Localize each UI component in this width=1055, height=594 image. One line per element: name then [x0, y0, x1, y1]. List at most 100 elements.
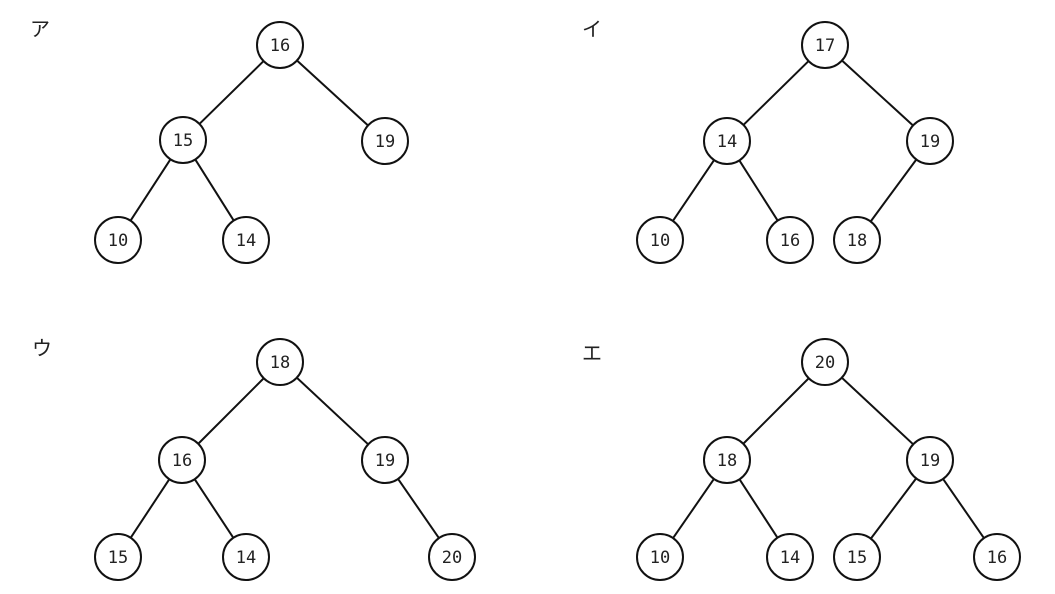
tree-label: ウ: [32, 336, 52, 360]
tree-edge: [397, 478, 440, 539]
node-value: 10: [108, 231, 128, 251]
node-circle: [766, 533, 814, 581]
node-circle: [361, 117, 409, 165]
node-value: 18: [270, 353, 290, 373]
node-circle: [94, 216, 142, 264]
tree-node: 19: [361, 436, 409, 484]
node-circle: [222, 216, 270, 264]
tree-node: 14: [222, 216, 270, 264]
tree-edge: [194, 158, 235, 222]
tree-edge: [672, 159, 715, 222]
tree-node: 15: [94, 533, 142, 581]
tree-node: 16: [973, 533, 1021, 581]
tree-node: 18: [833, 216, 881, 264]
node-value: 16: [780, 231, 800, 251]
node-circle: [833, 533, 881, 581]
node-value: 10: [650, 231, 670, 251]
tree-2: イ 17 14 19 10 16 18: [582, 17, 954, 264]
tree-label: ア: [30, 17, 50, 41]
node-circle: [94, 533, 142, 581]
tree-edge: [942, 478, 985, 539]
tree-node: 18: [703, 436, 751, 484]
tree-node: 15: [159, 116, 207, 164]
node-value: 18: [717, 451, 737, 471]
tree-edge: [296, 376, 369, 446]
tree-node: 14: [766, 533, 814, 581]
node-value: 14: [236, 231, 256, 251]
node-circle: [158, 436, 206, 484]
node-circle: [833, 216, 881, 264]
node-value: 18: [847, 231, 867, 251]
tree-node: 20: [801, 338, 849, 386]
tree-node: 10: [636, 216, 684, 264]
tree-node: 17: [801, 21, 849, 69]
node-value: 19: [920, 132, 940, 152]
node-circle: [636, 216, 684, 264]
tree-node: 19: [906, 436, 954, 484]
node-circle: [801, 21, 849, 69]
node-circle: [906, 436, 954, 484]
tree-label: エ: [582, 341, 602, 365]
tree-edge: [129, 478, 171, 539]
node-value: 14: [780, 548, 800, 568]
tree-edge: [193, 478, 235, 539]
node-value: 20: [815, 353, 835, 373]
tree-edge: [742, 60, 810, 126]
tree-edge: [197, 377, 265, 445]
node-value: 20: [442, 548, 462, 568]
node-circle: [973, 533, 1021, 581]
node-value: 16: [172, 451, 192, 471]
tree-node: 14: [703, 117, 751, 165]
tree-edge: [296, 59, 369, 127]
node-circle: [636, 533, 684, 581]
node-circle: [801, 338, 849, 386]
node-circle: [766, 216, 814, 264]
node-value: 14: [236, 548, 256, 568]
tree-edge: [841, 59, 914, 127]
tree-edge: [129, 158, 172, 222]
tree-edge: [672, 478, 715, 539]
tree-node: 19: [361, 117, 409, 165]
tree-edge: [841, 376, 914, 446]
node-circle: [906, 117, 954, 165]
node-value: 15: [847, 548, 867, 568]
node-circle: [703, 436, 751, 484]
tree-1: ア 16 15 19 10 14: [30, 17, 409, 264]
tree-edge: [869, 158, 918, 223]
tree-node: 16: [158, 436, 206, 484]
tree-node: 14: [222, 533, 270, 581]
node-circle: [222, 533, 270, 581]
node-value: 16: [987, 548, 1007, 568]
node-value: 10: [650, 548, 670, 568]
node-value: 15: [108, 548, 128, 568]
node-circle: [256, 338, 304, 386]
tree-label: イ: [582, 17, 602, 41]
tree-4: エ 20 18 19 10 14 15 16: [582, 338, 1021, 581]
tree-node: 10: [94, 216, 142, 264]
node-value: 19: [375, 132, 395, 152]
tree-node: 16: [766, 216, 814, 264]
node-value: 14: [717, 132, 737, 152]
tree-edge: [870, 477, 917, 540]
tree-edge: [198, 60, 265, 125]
node-circle: [159, 116, 207, 164]
node-circle: [428, 533, 476, 581]
tree-edge: [738, 159, 779, 222]
tree-node: 18: [256, 338, 304, 386]
node-value: 19: [375, 451, 395, 471]
node-value: 16: [270, 36, 290, 56]
tree-edge: [742, 377, 810, 445]
tree-node: 19: [906, 117, 954, 165]
tree-node: 10: [636, 533, 684, 581]
node-value: 15: [173, 131, 193, 151]
tree-edge: [738, 478, 779, 539]
tree-node: 20: [428, 533, 476, 581]
node-value: 17: [815, 36, 835, 56]
tree-3: ウ 18 16 19 15 14 20: [32, 336, 476, 581]
node-value: 19: [920, 451, 940, 471]
node-circle: [256, 21, 304, 69]
node-circle: [703, 117, 751, 165]
node-circle: [361, 436, 409, 484]
tree-node: 15: [833, 533, 881, 581]
